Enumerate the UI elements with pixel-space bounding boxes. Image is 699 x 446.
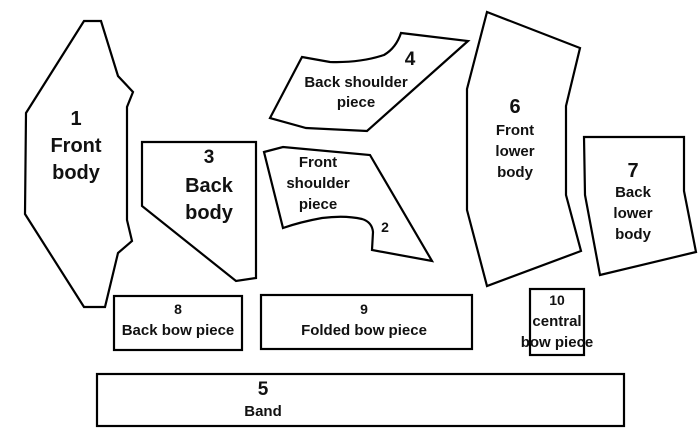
- piece-1-number: 1: [70, 108, 81, 130]
- piece-7-number: 7: [627, 160, 638, 182]
- piece-7-name-line-3: body: [615, 226, 651, 243]
- piece-7-name-line-1: Back: [615, 184, 652, 201]
- piece-4-name-line-1: Back shoulder: [304, 74, 408, 91]
- piece-4-name-line-2: piece: [337, 94, 375, 111]
- piece-7-name-line-2: lower: [613, 205, 652, 222]
- piece-5-name-line-1: Band: [244, 403, 282, 420]
- piece-6-front-lower-body: 6 Front lower body: [465, 10, 583, 288]
- piece-2-outline: [262, 145, 435, 263]
- piece-6-outline: [465, 10, 583, 288]
- piece-3-number: 3: [204, 147, 215, 168]
- piece-9-number: 9: [360, 301, 368, 317]
- piece-9-folded-bow-piece: 9 Folded bow piece: [259, 293, 474, 351]
- piece-1-front-body: 1 Front body: [23, 19, 135, 309]
- piece-6-name-line-1: Front: [496, 122, 534, 139]
- piece-10-name-line-2: bow piece: [521, 334, 594, 351]
- piece-5-outline: [95, 372, 626, 428]
- piece-3-outline: [140, 140, 258, 283]
- piece-1-name-line-2: body: [52, 162, 101, 184]
- piece-4-outline: [268, 31, 471, 133]
- piece-7-outline: [582, 135, 698, 277]
- piece-7-back-lower-body: 7 Back lower body: [582, 135, 698, 277]
- piece-4-number: 4: [405, 49, 416, 70]
- piece-1-outline: [23, 19, 135, 309]
- piece-10-outline: [528, 287, 586, 357]
- piece-10-number: 10: [549, 292, 565, 308]
- piece-10-name-line-1: central: [532, 313, 581, 330]
- piece-5-number: 5: [258, 379, 269, 400]
- piece-6-number: 6: [509, 96, 520, 118]
- piece-3-name-line-2: body: [185, 202, 234, 224]
- piece-3-name-line-1: Back: [185, 175, 234, 197]
- piece-1-name-line-1: Front: [50, 135, 101, 157]
- piece-3-back-body: 3 Back body: [140, 140, 258, 283]
- piece-8-number: 8: [174, 301, 182, 317]
- piece-10-central-bow-piece: 10 central bow piece: [521, 287, 594, 357]
- piece-8-name-line-1: Back bow piece: [122, 322, 235, 339]
- piece-9-name-line-1: Folded bow piece: [301, 322, 427, 339]
- piece-6-name-line-2: lower: [495, 143, 534, 160]
- piece-6-name-line-3: body: [497, 164, 533, 181]
- piece-8-outline: [112, 294, 244, 352]
- piece-2-name-line-3: piece: [299, 196, 337, 213]
- piece-2-number: 2: [381, 219, 389, 235]
- piece-8-back-bow-piece: 8 Back bow piece: [112, 294, 244, 352]
- piece-2-name-line-2: shoulder: [286, 175, 350, 192]
- piece-4-back-shoulder-piece: 4 Back shoulder piece: [268, 31, 471, 133]
- piece-5-band: 5 Band: [95, 372, 626, 428]
- piece-2-front-shoulder-piece: Front shoulder piece 2: [262, 145, 435, 263]
- piece-9-outline: [259, 293, 474, 351]
- piece-2-name-line-1: Front: [299, 154, 337, 171]
